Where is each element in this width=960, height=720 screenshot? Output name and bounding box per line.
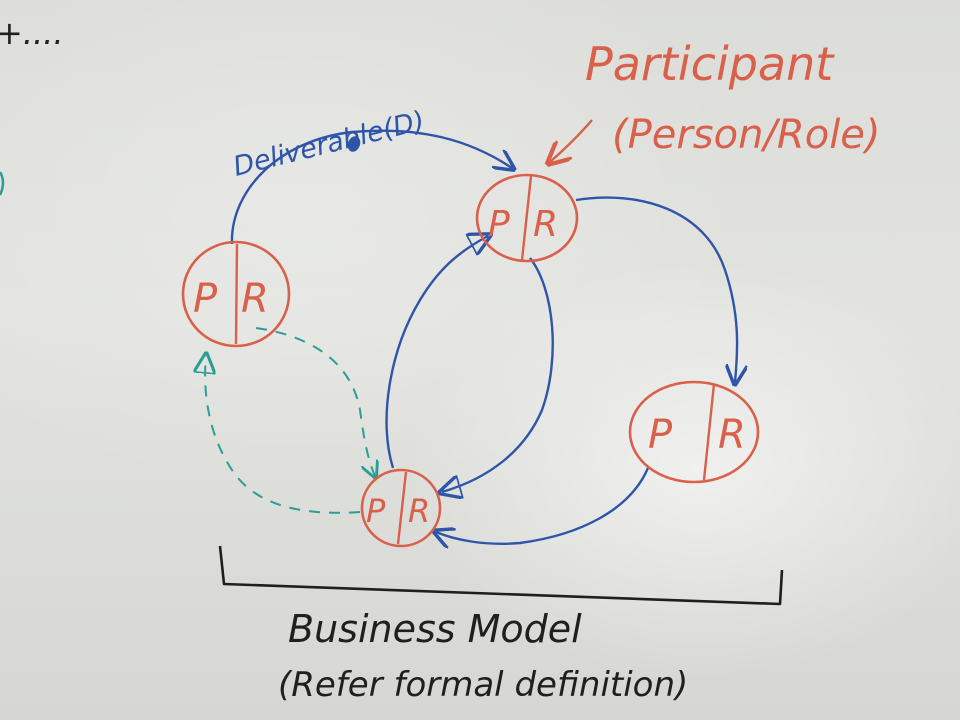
- participant-heading: Participant: [585, 37, 835, 91]
- node-bottom-circle: [360, 468, 442, 548]
- dashed-left-to-bottom: [255, 327, 375, 476]
- node-bottom-p: P: [366, 492, 386, 530]
- node-top-circle: [475, 173, 579, 263]
- node-right-r: R: [718, 412, 746, 458]
- dashed-bottom-to-left: [205, 356, 361, 514]
- participant-subheading: (Person/Role): [612, 112, 881, 158]
- deliverable-flow-arrow: [230, 129, 512, 245]
- node-top-r: R: [533, 204, 558, 245]
- deliverable-dot: [347, 136, 361, 152]
- flow-right-to-bottom: [436, 467, 650, 544]
- node-right-p: P: [648, 412, 673, 458]
- node-top-divider: [520, 175, 533, 261]
- participant-node-bottom: P R: [360, 468, 442, 548]
- participant-node-left: P R: [181, 240, 291, 348]
- scribble-text: +....: [0, 14, 64, 52]
- node-left-divider: [234, 243, 239, 345]
- participant-pointer-arrow: [550, 119, 593, 162]
- edge-scribble: [0, 171, 5, 196]
- node-left-p: P: [193, 276, 218, 322]
- node-top-p: P: [488, 204, 510, 245]
- node-left-circle: [181, 240, 291, 348]
- node-left-r: R: [241, 276, 269, 322]
- participant-node-right: P R: [628, 380, 760, 484]
- node-bottom-r: R: [408, 492, 430, 530]
- flow-bottom-to-top: [385, 236, 488, 469]
- business-model-label: Business Model: [288, 607, 582, 651]
- node-bottom-divider: [396, 471, 408, 545]
- node-right-circle: [628, 380, 760, 484]
- deliverable-label: Deliverable(D): [230, 105, 427, 182]
- participant-node-top: P R: [475, 173, 579, 263]
- business-model-bracket: [218, 545, 784, 606]
- node-right-divider: [702, 383, 716, 481]
- business-model-sublabel: (Refer formal definition): [278, 665, 688, 705]
- flow-top-to-right: [575, 196, 737, 382]
- flow-top-to-bottom: [442, 257, 554, 492]
